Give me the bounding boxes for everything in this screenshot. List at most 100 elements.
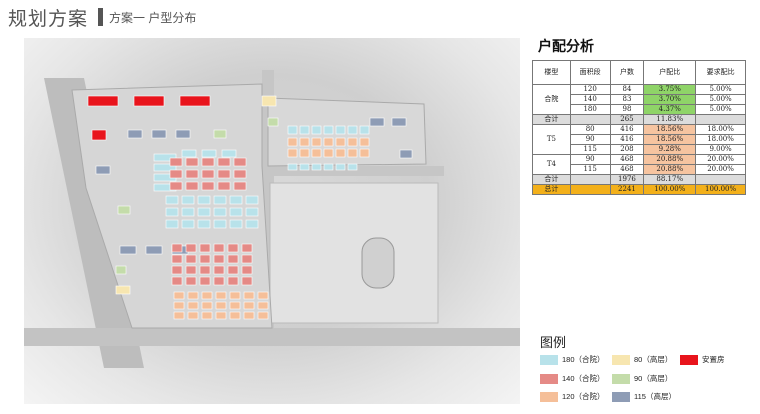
building-footprint xyxy=(185,276,197,286)
building-footprint xyxy=(245,207,259,217)
building-footprint xyxy=(179,95,211,107)
building-footprint xyxy=(233,169,247,179)
legend-label: 80（高层） xyxy=(634,355,673,364)
required-cell: 5.00% xyxy=(695,104,746,115)
building-footprint xyxy=(299,148,310,158)
area-cell: 180 xyxy=(569,104,611,115)
building-footprints xyxy=(87,95,413,320)
building-footprint xyxy=(233,157,247,167)
building-footprint xyxy=(213,129,227,139)
building-footprint xyxy=(199,276,211,286)
building-footprint xyxy=(185,243,197,253)
building-footprint xyxy=(181,219,195,229)
building-footprint xyxy=(323,148,334,158)
required-cell: 18.00% xyxy=(695,124,746,135)
building-footprint xyxy=(187,311,199,320)
required-cell: 20.00% xyxy=(695,164,746,175)
building-type-cell: 总计 xyxy=(532,184,571,195)
legend-label: 180（合院） xyxy=(562,355,605,364)
building-footprint xyxy=(233,181,247,191)
building-footprint xyxy=(229,301,241,310)
area-cell: 90 xyxy=(569,134,611,145)
building-footprint xyxy=(229,207,243,217)
required-cell: 5.00% xyxy=(695,84,746,95)
building-footprint xyxy=(199,243,211,253)
building-footprint xyxy=(215,291,227,300)
building-footprint xyxy=(267,117,279,127)
building-footprint xyxy=(227,243,239,253)
legend-swatch xyxy=(540,373,558,384)
building-footprint xyxy=(181,207,195,217)
building-footprint xyxy=(213,265,225,275)
legend-item-140-courtyard: 140（合院） xyxy=(540,373,605,384)
building-footprint xyxy=(91,129,107,141)
legend-label: 140（合院） xyxy=(562,374,605,383)
building-footprint xyxy=(257,301,269,310)
legend-swatch xyxy=(612,354,630,365)
legend-swatch xyxy=(540,354,558,365)
building-footprint xyxy=(359,137,370,147)
building-footprint xyxy=(287,137,298,147)
building-footprint xyxy=(173,291,185,300)
required-cell xyxy=(695,174,746,185)
building-footprint xyxy=(213,195,227,205)
building-footprint xyxy=(299,137,310,147)
building-footprint xyxy=(185,169,199,179)
building-footprint xyxy=(287,148,298,158)
building-footprint xyxy=(185,157,199,167)
legend-label: 115（高层） xyxy=(634,392,676,401)
table-header-row: 楼型 面积段 户数 户配比 要求配比 xyxy=(532,60,746,85)
building-footprint xyxy=(311,125,322,135)
building-footprint xyxy=(229,219,243,229)
sports-field xyxy=(361,237,395,289)
area-cell: 140 xyxy=(569,94,611,105)
building-footprint xyxy=(201,169,215,179)
required-cell: 9.00% xyxy=(695,144,746,155)
building-footprint xyxy=(229,291,241,300)
building-footprint xyxy=(245,219,259,229)
required-cell: 20.00% xyxy=(695,154,746,165)
building-footprint xyxy=(311,137,322,147)
unit-allocation-table: 楼型 面积段 户数 户配比 要求配比 合院 120 84 3.75% 5.00%… xyxy=(532,60,746,195)
building-footprint xyxy=(169,169,183,179)
building-footprint xyxy=(115,285,131,295)
legend: 180（合院） 80（高层） 安置房 140（合院） 90（高层） 120（合院… xyxy=(540,352,750,406)
building-type-cell: T5 xyxy=(532,124,571,155)
building-footprint xyxy=(201,157,215,167)
building-footprint xyxy=(241,276,253,286)
legend-item-115-highrise: 115（高层） xyxy=(612,391,676,402)
building-footprint xyxy=(323,137,334,147)
building-footprint xyxy=(185,181,199,191)
building-footprint xyxy=(311,163,322,171)
building-footprint xyxy=(243,301,255,310)
page-title: 规划方案 xyxy=(8,8,89,30)
table-row: 115 468 20.88% 20.00% xyxy=(533,164,746,175)
building-footprint xyxy=(287,163,298,171)
building-footprint xyxy=(347,125,358,135)
title-separator-bar xyxy=(98,8,104,26)
building-type-cell: T4 xyxy=(532,154,571,175)
building-footprint xyxy=(243,311,255,320)
building-footprint xyxy=(153,163,177,172)
building-footprint xyxy=(133,95,165,107)
building-footprint xyxy=(229,195,243,205)
building-footprint xyxy=(171,265,183,275)
ratio-cell: 88.17% xyxy=(643,174,697,185)
building-footprint xyxy=(145,245,163,255)
legend-label: 120（合院） xyxy=(562,392,605,401)
site-plan-drawing xyxy=(24,70,520,368)
legend-title: 图例 xyxy=(540,335,567,350)
building-footprint xyxy=(335,148,346,158)
table-row: 90 416 18.56% 18.00% xyxy=(533,134,746,145)
building-footprint xyxy=(391,117,407,127)
total-row: 总计 2241 100.00% 100.00% xyxy=(532,184,746,195)
building-footprint xyxy=(311,148,322,158)
units-cell: 208 xyxy=(609,144,645,155)
building-footprint xyxy=(199,265,211,275)
building-footprint xyxy=(201,301,213,310)
building-footprint xyxy=(165,195,179,205)
building-footprint xyxy=(151,129,167,139)
ratio-cell: 9.28% xyxy=(643,144,697,155)
legend-swatch xyxy=(612,373,630,384)
road-south xyxy=(24,328,520,346)
